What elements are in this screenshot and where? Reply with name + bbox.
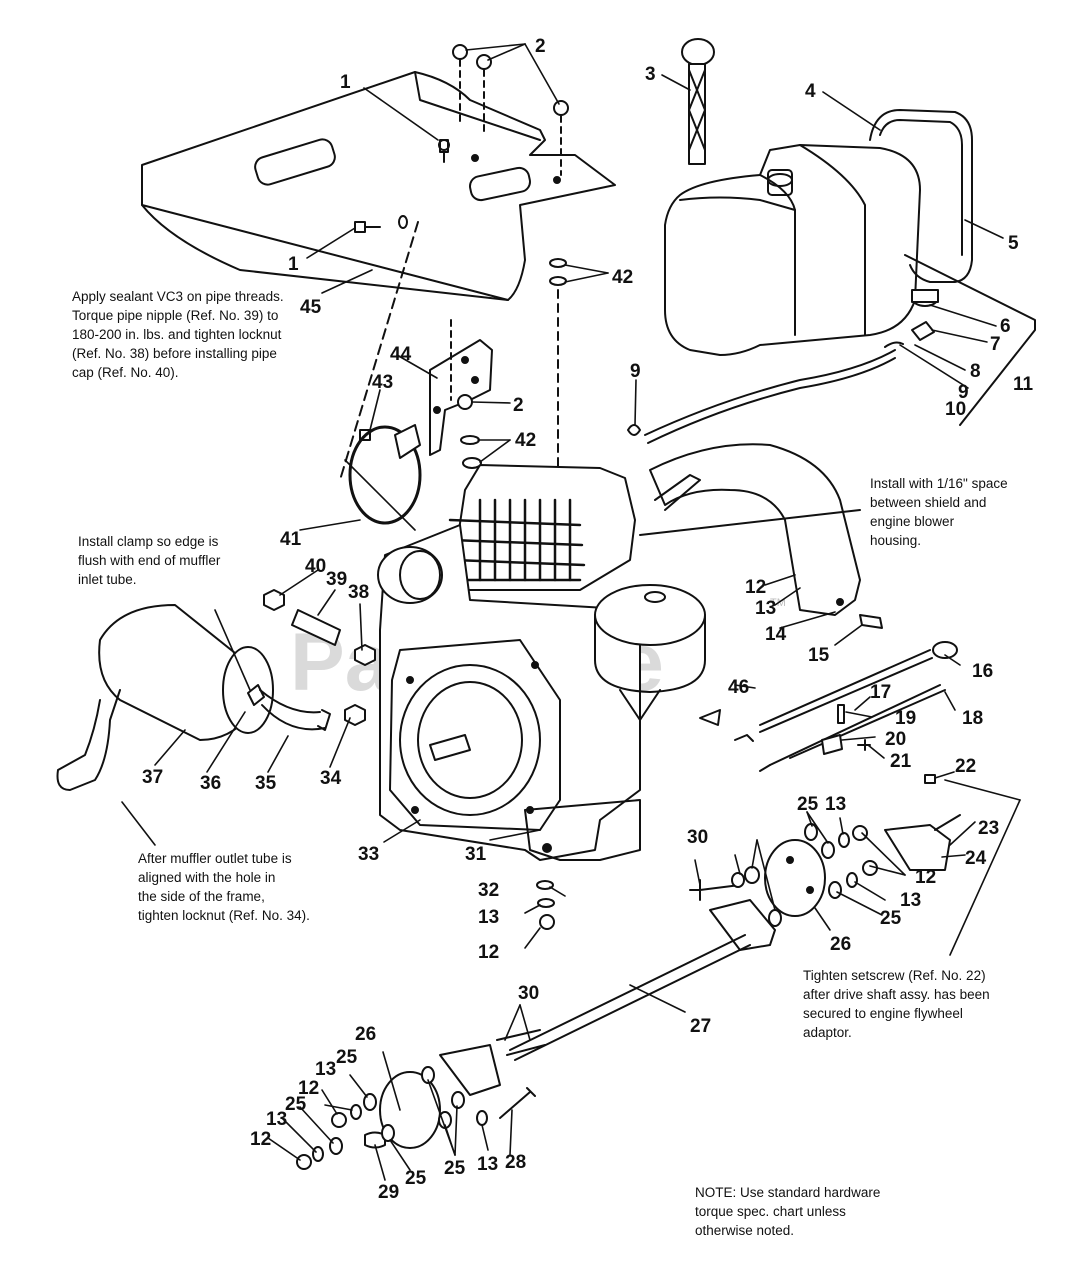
note-clamp: Install clamp so edge is flush with end … <box>78 534 221 587</box>
callout: 25 <box>285 1094 307 1115</box>
callout: 27 <box>690 1016 711 1037</box>
callout: 13 <box>900 890 921 911</box>
callout: 25 <box>405 1168 427 1189</box>
note-setscrew: Tighten setscrew (Ref. No. 22) after dri… <box>803 968 990 1040</box>
callout: 34 <box>320 768 342 789</box>
callout: 22 <box>955 756 976 777</box>
callout: 9 <box>630 361 641 382</box>
callout: 12 <box>298 1078 319 1099</box>
muffler-part <box>56 589 376 791</box>
callout: 39 <box>326 569 347 590</box>
primer-bulb-part <box>681 38 715 165</box>
leader-lines <box>121 43 1021 1181</box>
callout: 2 <box>513 395 524 416</box>
callout: 30 <box>687 827 708 848</box>
callout: 12 <box>745 577 766 598</box>
callout: 25 <box>880 908 902 929</box>
callout: 13 <box>315 1059 336 1080</box>
callout: 18 <box>962 708 983 729</box>
callout: 13 <box>825 794 846 815</box>
fuel-line-part <box>627 254 1036 444</box>
callout: 28 <box>505 1152 526 1173</box>
callout: 9 <box>958 382 969 403</box>
callout: 32 <box>478 880 499 901</box>
callout: 25 <box>336 1047 358 1068</box>
tank-strap-part <box>869 109 973 283</box>
note-muffler-outlet: After muffler outlet tube is aligned wit… <box>138 851 310 923</box>
callout: 17 <box>870 682 891 703</box>
callout: 6 <box>1000 316 1011 337</box>
hardware-top <box>339 44 569 541</box>
callout: 36 <box>200 773 221 794</box>
callout: 21 <box>890 751 912 772</box>
callout: 11 <box>1013 374 1034 395</box>
muffler-bracket-part <box>348 319 493 525</box>
callout: 44 <box>390 344 412 365</box>
callout: 46 <box>728 677 749 698</box>
callout: 16 <box>972 661 993 682</box>
callout: 26 <box>355 1024 376 1045</box>
callout: 7 <box>990 334 1001 355</box>
callout: 20 <box>885 729 906 750</box>
callout: 1 <box>288 254 299 275</box>
drive-shaft-part <box>364 814 961 1149</box>
callout: 43 <box>372 372 393 393</box>
callout: 25 <box>797 794 819 815</box>
note-shield-spacing: Install with 1/16" space between shield … <box>870 476 1008 548</box>
callout: 14 <box>765 624 787 645</box>
callout: 33 <box>358 844 379 865</box>
callout: 30 <box>518 983 539 1004</box>
callout: 1 <box>340 72 351 93</box>
callout: 31 <box>465 844 487 865</box>
callout: 4 <box>805 81 816 102</box>
callout: 13 <box>477 1154 498 1175</box>
callout: 19 <box>895 708 916 729</box>
callout: 12 <box>478 942 499 963</box>
callout: 8 <box>970 361 981 382</box>
callout: 42 <box>515 430 536 451</box>
callout: 13 <box>478 907 499 928</box>
callout: 15 <box>808 645 830 666</box>
note-hardware-torque: NOTE: Use standard hardware torque spec.… <box>695 1185 881 1238</box>
callout: 37 <box>142 767 163 788</box>
fuel-tank-part <box>664 144 921 356</box>
callout: 25 <box>444 1158 466 1179</box>
callout: 13 <box>266 1109 287 1130</box>
top-shield-part <box>141 71 616 301</box>
callout: 3 <box>645 64 656 85</box>
callout: 10 <box>945 399 966 420</box>
engine-part <box>377 464 706 861</box>
note-sealant: Apply sealant VC3 on pipe threads. Torqu… <box>72 289 284 380</box>
callout: 23 <box>978 818 999 839</box>
callout: 2 <box>535 36 546 57</box>
callout: 35 <box>255 773 277 794</box>
callout: 41 <box>280 529 302 550</box>
callout: 45 <box>300 297 322 318</box>
throttle-control-part <box>699 641 958 784</box>
callout: 29 <box>378 1182 399 1203</box>
hardware-washers <box>296 823 878 1170</box>
callout: 26 <box>830 934 851 955</box>
engine-shield-part <box>639 443 883 629</box>
callout: 13 <box>755 598 776 619</box>
callout: 5 <box>1008 233 1019 254</box>
callout: 24 <box>965 848 987 869</box>
callout-numbers: 1 2 3 4 5 1 45 42 44 43 2 42 41 6 7 8 9 … <box>142 36 1034 1203</box>
callout: 12 <box>250 1129 271 1150</box>
callout: 40 <box>305 556 326 577</box>
callout: 38 <box>348 582 369 603</box>
callout: 42 <box>612 267 633 288</box>
callout: 12 <box>915 867 936 888</box>
